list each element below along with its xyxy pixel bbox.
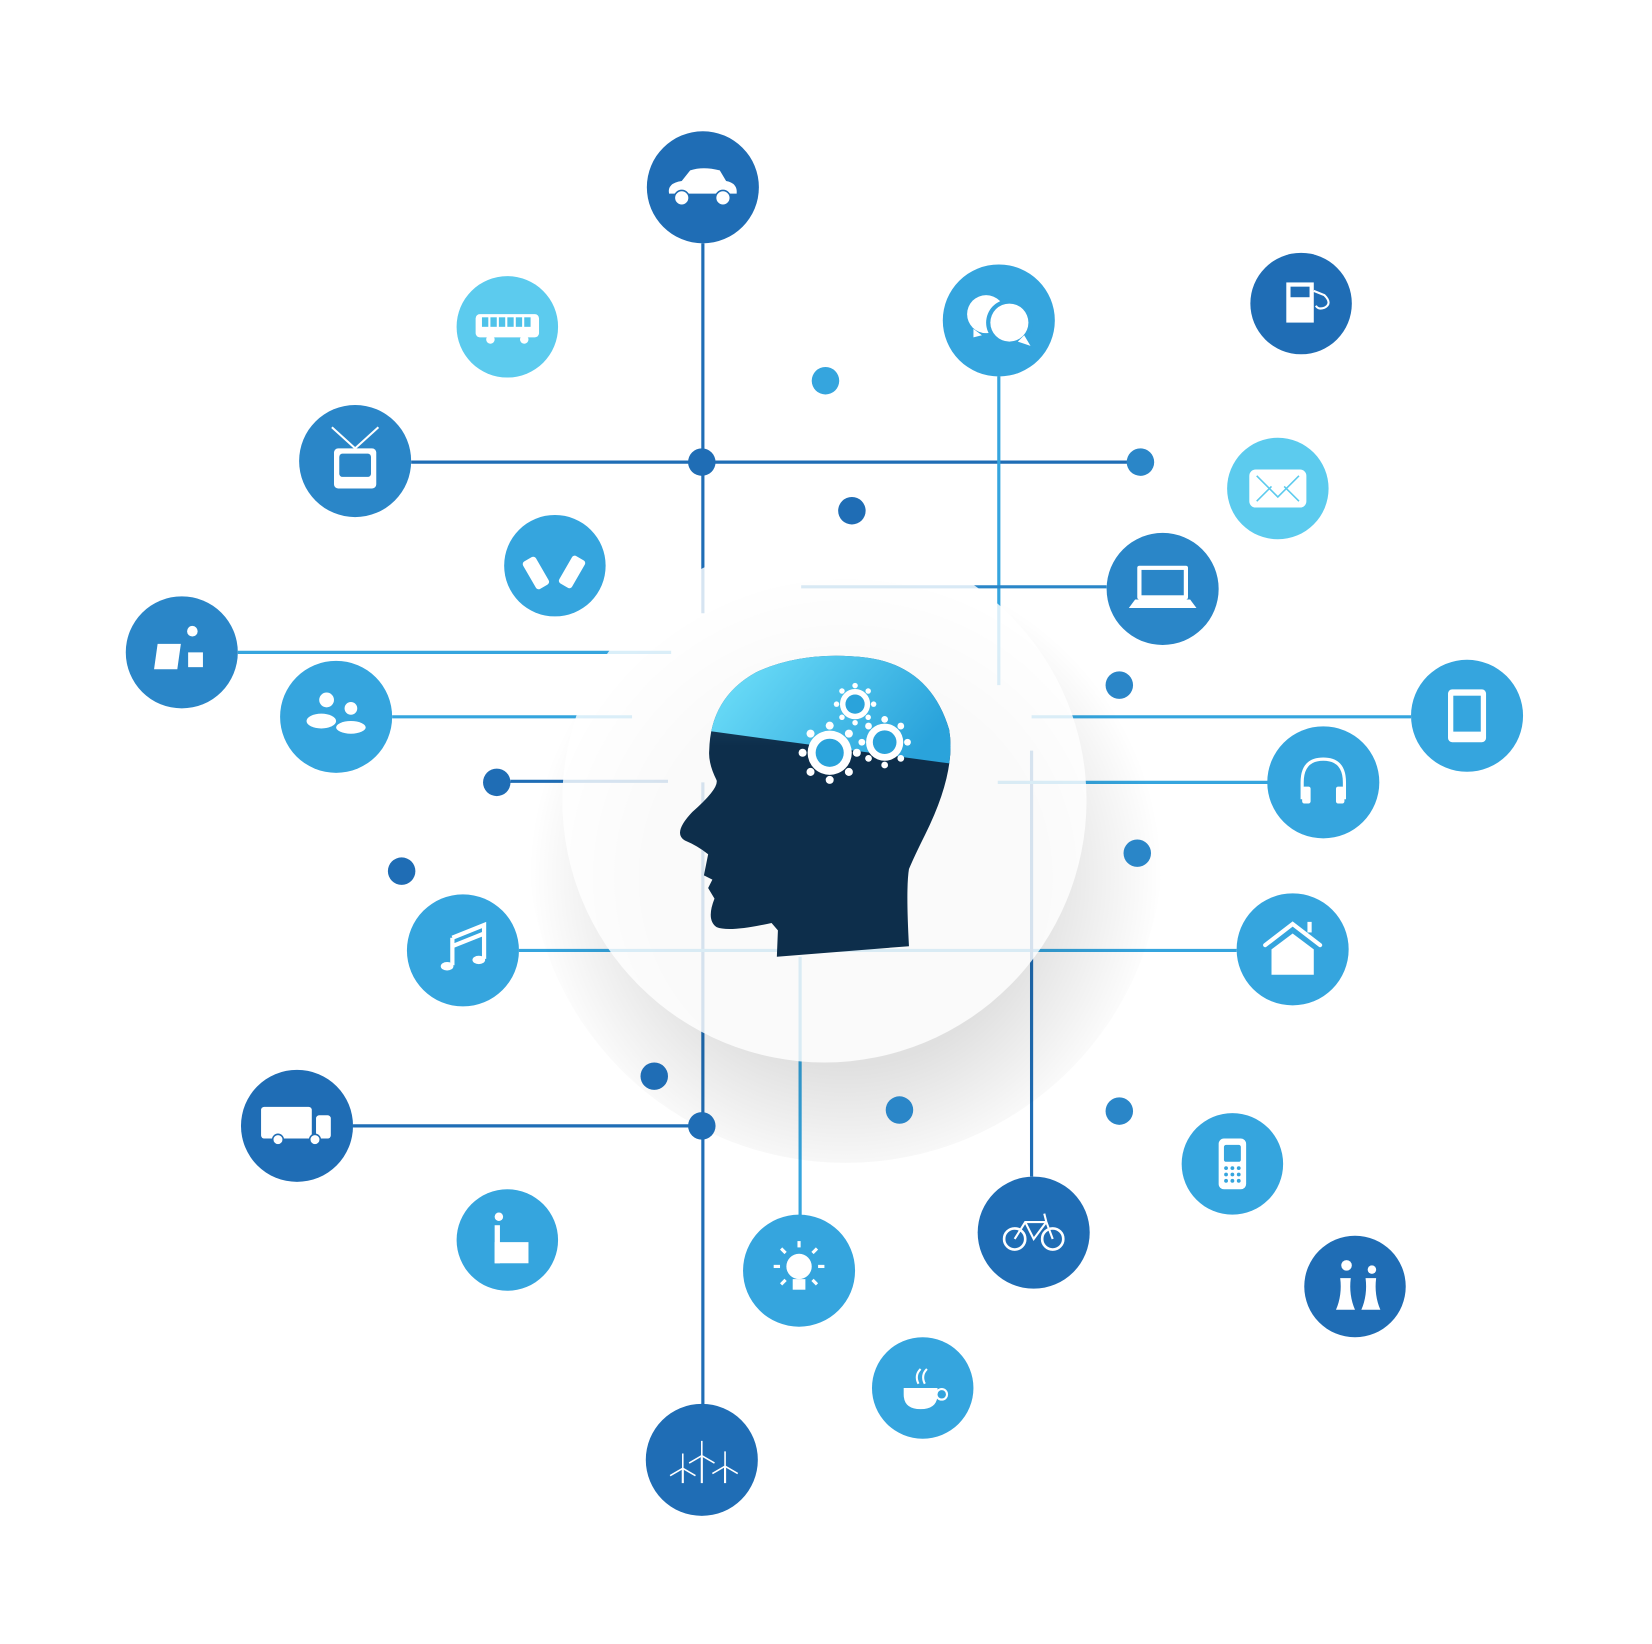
network-dot [811,366,840,395]
node-circle [456,1189,559,1291]
network-dot [387,857,416,885]
light-bulb-icon [773,1241,825,1290]
node-bulb[interactable] [743,1214,856,1327]
network-dots [387,366,1155,1140]
node-circle [504,514,606,617]
node-solar[interactable] [125,596,238,709]
network-dot [640,1062,668,1090]
mobile-phone-icon [1218,1138,1247,1190]
network-dot [1105,1097,1134,1125]
bus-icon [475,314,540,344]
network-dot [838,496,866,525]
node-circle [977,1176,1090,1289]
house-icon [1263,921,1323,975]
network-dot [1123,839,1152,867]
node-coffee[interactable] [871,1337,974,1439]
network-dot [688,448,716,476]
network-dot [1126,448,1155,476]
network-dot [885,1096,914,1124]
node-mail[interactable] [1227,437,1329,540]
node-circle [280,660,393,773]
bicycle-icon [1002,1213,1065,1251]
node-music[interactable] [406,894,519,1007]
gear-icon [798,721,861,784]
tablet-icon [1448,689,1487,743]
music-note-icon [440,921,487,971]
laptop-icon [1128,565,1197,608]
node-fuel[interactable] [1250,252,1352,355]
node-car[interactable] [646,131,759,244]
headphones-icon [1300,757,1347,804]
gear-icon [858,715,911,769]
wind-turbines-icon [669,1440,739,1484]
factory-icon [494,1212,529,1264]
node-circle [125,596,238,709]
node-headphones[interactable] [1267,726,1380,839]
node-circle [1304,1235,1406,1338]
node-phones[interactable] [504,514,606,617]
truck-icon [261,1106,331,1146]
fuel-pump-icon [1286,282,1330,323]
node-laptop[interactable] [1106,532,1219,645]
node-factory[interactable] [456,1189,559,1291]
mobile-phones-icon [522,555,586,590]
node-people[interactable] [280,660,393,773]
node-tv[interactable] [299,405,412,518]
solar-panel-icon [154,625,203,670]
node-wind[interactable] [645,1403,758,1516]
envelope-icon [1249,469,1307,508]
tv-icon [331,426,380,489]
coffee-cup-icon [903,1368,949,1410]
node-chat[interactable] [942,264,1055,377]
icon-nodes [125,131,1524,1516]
node-circle [1267,726,1380,839]
node-mobile[interactable] [1181,1113,1284,1215]
node-circle [406,894,519,1007]
node-house[interactable] [1236,893,1349,1006]
network-dot [1105,671,1134,699]
node-plant[interactable] [1304,1235,1406,1338]
node-tablet[interactable] [1411,659,1524,772]
network-dot [688,1112,716,1140]
gear-icon [833,682,877,726]
node-truck[interactable] [240,1069,354,1182]
car-icon [668,168,737,207]
people-icon [306,692,368,736]
network-dot [483,768,511,797]
node-bus[interactable] [456,276,559,378]
chat-bubbles-icon [967,295,1033,346]
power-plant-icon [1335,1260,1381,1310]
node-bike[interactable] [977,1176,1090,1289]
